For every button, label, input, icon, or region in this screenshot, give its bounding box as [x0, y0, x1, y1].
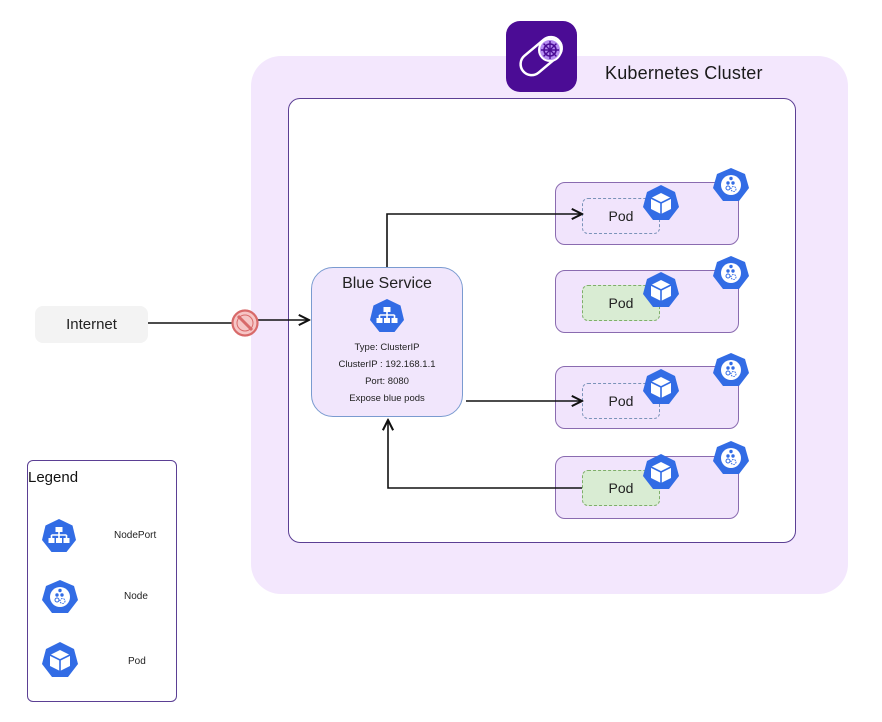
pod-green[interactable]: Pod [582, 470, 660, 506]
service-clusterip: ClusterIP : 192.168.1.1 [338, 359, 436, 370]
service-title: Blue Service [342, 275, 432, 292]
service-port: Port: 8080 [365, 376, 409, 387]
pod-icon [642, 184, 680, 227]
pod-icon [41, 641, 79, 684]
internet-node[interactable]: Internet [35, 306, 148, 343]
legend-label-node: Node [124, 591, 148, 602]
nodeport-icon [41, 518, 77, 559]
legend: Legend NodePort Node Pod [27, 460, 177, 702]
cluster-title: Kubernetes Cluster [605, 63, 763, 83]
pod-icon [642, 453, 680, 496]
node-icon [41, 579, 79, 620]
service-description: Expose blue pods [349, 393, 425, 404]
node-icon [712, 255, 750, 296]
pod4-to-service-arrow [388, 420, 582, 489]
legend-title: Legend [28, 469, 79, 486]
service-to-pod1-arrow [386, 214, 582, 267]
pod-icon [642, 271, 680, 314]
internet-label: Internet [66, 316, 117, 333]
pod-label: Pod [608, 393, 634, 409]
node-icon [712, 167, 750, 208]
node-icon [712, 440, 750, 481]
pod-label: Pod [608, 295, 634, 311]
legend-label-nodeport: NodePort [114, 530, 157, 541]
pod-green[interactable]: Pod [582, 285, 660, 321]
kubernetes-logo-icon [506, 21, 577, 92]
no-entry-icon [230, 308, 260, 343]
pod-icon [642, 368, 680, 411]
pod-label: Pod [608, 208, 634, 224]
legend-label-pod: Pod [128, 656, 146, 667]
pod-label: Pod [608, 480, 634, 496]
node-icon [712, 352, 750, 393]
service-icon [369, 298, 405, 339]
service-type: Type: ClusterIP [354, 342, 420, 353]
blue-service[interactable]: Blue Service Type: ClusterIP ClusterIP :… [311, 267, 463, 417]
